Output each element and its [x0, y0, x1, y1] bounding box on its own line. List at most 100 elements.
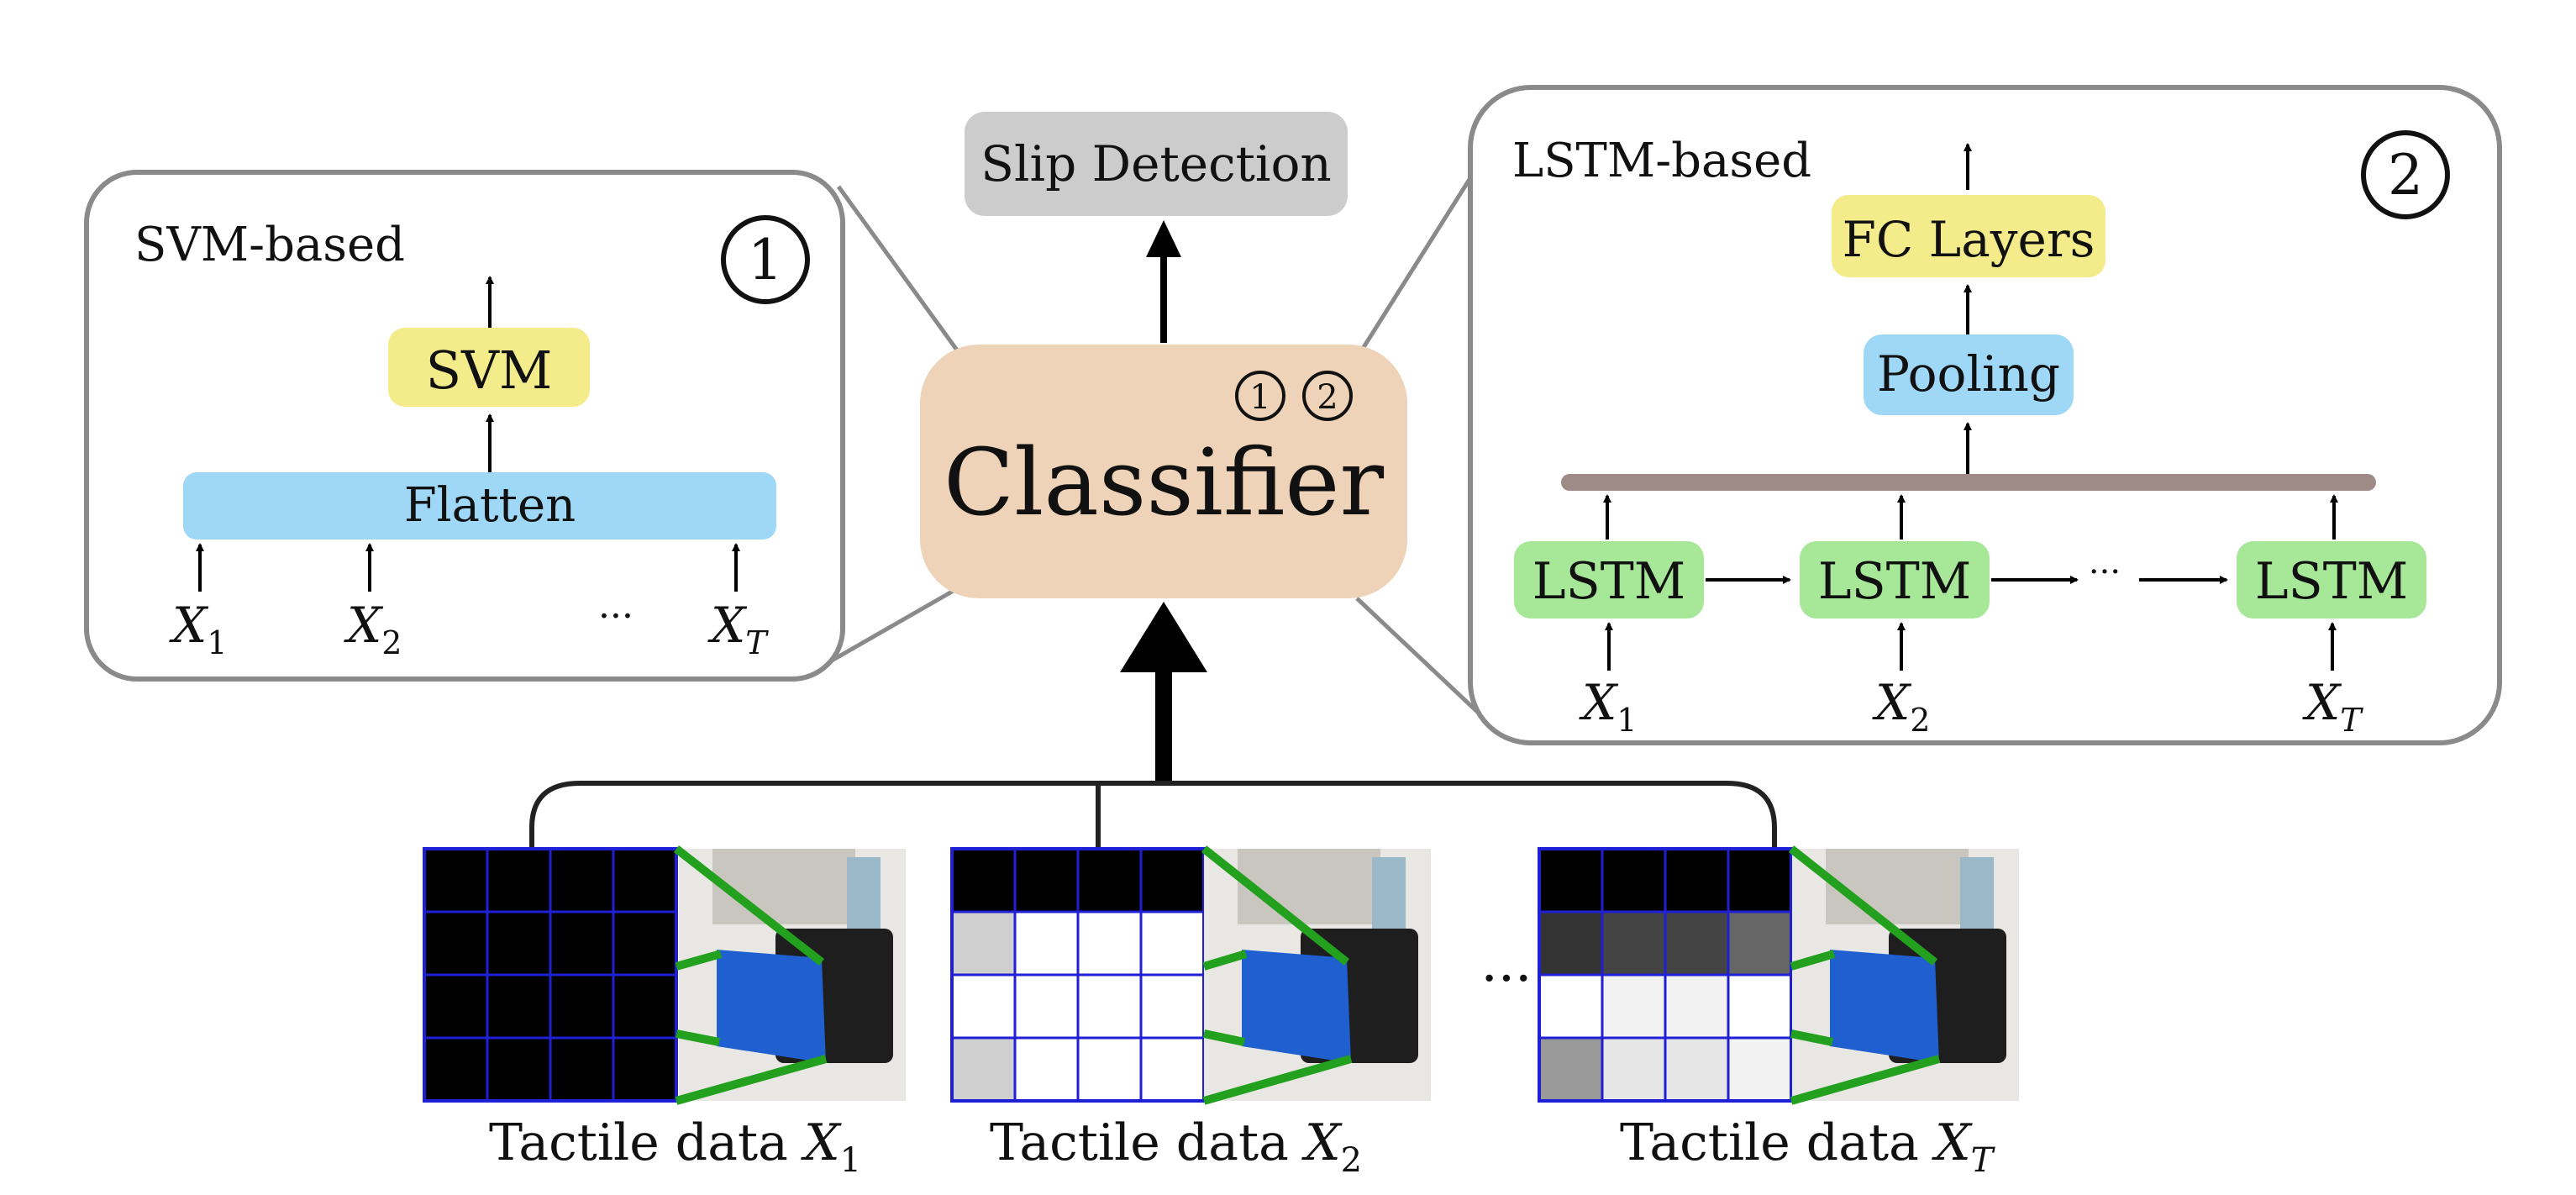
tactile-cell	[950, 973, 1017, 1040]
tactile-cell	[1601, 847, 1667, 913]
tactile-cell	[950, 847, 1017, 913]
lstm-hidden-bus	[1561, 474, 2376, 491]
lstm-cell-2	[1800, 541, 1990, 619]
tactile-cell	[1538, 1036, 1604, 1103]
tactile-sample-1	[423, 845, 906, 1105]
tactile-cell	[486, 910, 552, 977]
tactile-sensor-pad	[717, 950, 826, 1063]
sensor-link-line	[1201, 845, 1350, 966]
svm-zoom-line-bottom	[830, 586, 959, 663]
tactile-caption-t: Tactile data XT	[1620, 1113, 1996, 1180]
lstm-panel-title: LSTM-based	[1512, 134, 1811, 188]
tactile-cell	[612, 910, 678, 977]
svm-input-x2: X2	[344, 597, 402, 661]
tactile-cell	[1013, 847, 1080, 913]
tactile-cell	[1727, 910, 1793, 977]
classifier-box	[920, 345, 1407, 598]
lstm-input-x2: X2	[1872, 674, 1930, 739]
lstm-cell-1-label: LSTM	[1532, 552, 1685, 611]
tactile-cell	[1538, 910, 1604, 977]
tactile-cell	[1139, 847, 1206, 913]
tactile-cell	[1139, 1036, 1206, 1103]
flatten-box	[183, 472, 776, 540]
lstm-panel-number: 2	[2388, 143, 2423, 208]
classifier-badge-2-icon	[1302, 371, 1353, 421]
tactile-cell	[1139, 910, 1206, 977]
tactile-cell	[1013, 910, 1080, 977]
lstm-panel-number-icon	[2361, 130, 2450, 219]
tactile-cell	[612, 973, 678, 1040]
svm-input-x1: X1	[169, 597, 227, 661]
tactile-cell	[1601, 910, 1667, 977]
gripper-mount	[1826, 849, 1969, 924]
lstm-chain-ellipsis: ···	[2089, 553, 2121, 592]
lstm-cell-2-label: LSTM	[1818, 552, 1971, 611]
lstm-input-xt: XT	[2302, 674, 2363, 739]
flatten-label: Flatten	[404, 478, 576, 533]
sensor-link-line	[675, 1055, 828, 1105]
tactile-bracket	[529, 781, 1777, 861]
svm-label: SVM	[426, 340, 553, 401]
tactile-cell	[549, 910, 615, 977]
sensor-link-line	[1202, 950, 1248, 971]
gripper-mount	[712, 849, 855, 924]
tactile-data-row	[423, 845, 2019, 1105]
lstm-zoom-line-bottom	[1355, 597, 1489, 723]
sensor-link-line	[1202, 1029, 1246, 1046]
tactile-cell	[1013, 973, 1080, 1040]
tactile-cell	[549, 1036, 615, 1103]
tactile-cell	[1013, 1036, 1080, 1103]
tactile-cell	[1664, 1036, 1730, 1103]
tactile-cell	[612, 1036, 678, 1103]
lstm-cell-t-label: LSTM	[2255, 552, 2408, 611]
classifier-badge-2: 2	[1317, 378, 1338, 417]
tactile-cell	[486, 847, 552, 913]
tactile-grid-border	[1538, 847, 1793, 1103]
tactile-cell	[423, 847, 489, 913]
sensor-link-line	[676, 1029, 720, 1046]
svm-box	[388, 328, 590, 407]
tactile-caption-1: Tactile data X1	[489, 1113, 861, 1180]
gripper-mount	[1238, 849, 1380, 924]
classifier-to-output-arrowhead	[1146, 220, 1181, 257]
tactile-sensor-pad	[1830, 950, 1939, 1063]
tactile-cell	[1076, 973, 1143, 1040]
tactile-cell	[950, 1036, 1017, 1103]
slip-detection-box	[965, 112, 1348, 216]
lstm-zoom-line-top	[1359, 150, 1490, 353]
tactile-cell	[423, 1036, 489, 1103]
lstm-cell-t	[2237, 541, 2426, 619]
svm-zoom-line-top	[836, 185, 960, 353]
tactile-cell	[1727, 973, 1793, 1040]
tactile-to-classifier-arrowhead	[1120, 602, 1207, 672]
tactile-cell	[1664, 910, 1730, 977]
svm-panel	[84, 170, 845, 682]
sensor-link-line	[1790, 1055, 1941, 1105]
sensor-link-line	[1790, 950, 1836, 971]
classifier-label: Classifier	[944, 429, 1384, 536]
tactile-sample-2	[950, 845, 1431, 1105]
sensor-link-line	[675, 950, 723, 971]
tactile-cell	[423, 910, 489, 977]
tactile-cell	[486, 973, 552, 1040]
tactile-cell	[1139, 973, 1206, 1040]
svm-panel-number: 1	[748, 228, 783, 292]
tactile-caption-2: Tactile data X2	[990, 1113, 1362, 1180]
sensor-link-line	[1790, 1029, 1833, 1046]
sensor-link-line	[1788, 845, 1938, 966]
tactile-ellipsis: ···	[1480, 948, 1532, 1010]
tactile-cell	[612, 847, 678, 913]
slip-detection-label: Slip Detection	[980, 135, 1331, 192]
svm-input-xt: XT	[707, 597, 769, 661]
tactile-sensor-pad	[1242, 950, 1351, 1063]
sensor-link-line	[1202, 1055, 1353, 1105]
tactile-sample-3	[1538, 845, 2019, 1105]
tactile-cell	[1727, 847, 1793, 913]
tactile-cell	[549, 847, 615, 913]
tactile-cell	[1076, 910, 1143, 977]
fc-layers-label: FC Layers	[1843, 211, 2095, 268]
tactile-grid-border	[423, 847, 678, 1103]
svm-input-ellipsis: ···	[598, 595, 633, 638]
sensor-link-line	[673, 845, 825, 966]
